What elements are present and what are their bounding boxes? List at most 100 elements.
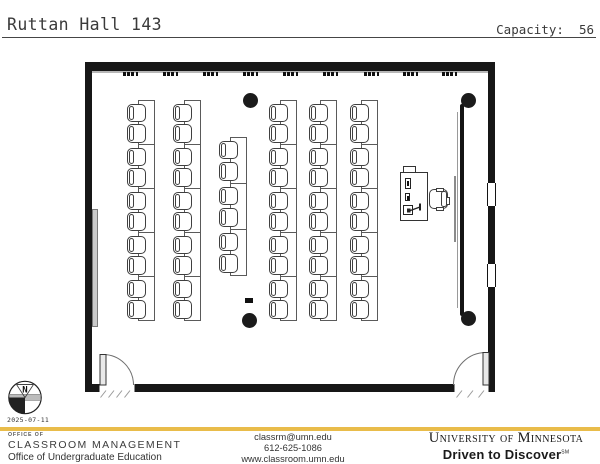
student-chair — [350, 147, 369, 166]
student-chair — [269, 147, 288, 166]
window-mullion-tick — [243, 72, 246, 76]
student-chair — [269, 168, 288, 187]
student-chair — [309, 124, 328, 143]
window-mullion-tick — [323, 72, 326, 76]
student-chair — [173, 279, 192, 298]
student-chair — [309, 279, 328, 298]
window-mullion-tick — [372, 72, 375, 76]
structural-column — [460, 92, 476, 108]
structural-column — [241, 312, 257, 328]
student-chair — [219, 232, 238, 251]
student-chair — [127, 212, 146, 231]
header-rule — [2, 37, 596, 38]
student-chair — [309, 235, 328, 254]
student-chair — [219, 186, 238, 205]
window-mullion-tick — [211, 72, 214, 76]
footer-brand-block: University of Minnesota Driven to Discov… — [426, 430, 586, 462]
structural-column — [242, 92, 258, 108]
window-mullion-tick — [327, 72, 330, 76]
window-mullion-tick — [255, 72, 259, 76]
student-chair — [127, 147, 146, 166]
capacity-label: Capacity: — [496, 22, 564, 37]
podium-top-tab — [403, 166, 416, 173]
podium-equipment-icon — [404, 193, 410, 201]
podium-equipment-icon — [404, 178, 411, 189]
window-mullion-tick — [291, 72, 294, 76]
student-chair — [173, 147, 192, 166]
umn-tagline: Driven to DiscoverSM — [442, 447, 570, 462]
student-chair — [173, 256, 192, 275]
footer-contact-block: classrm@umn.edu 612-625-1086 www.classro… — [226, 432, 360, 464]
right-wall-board — [459, 104, 464, 316]
contact-phone: 612-625-1086 — [264, 443, 322, 454]
student-chair — [173, 300, 192, 319]
student-chair — [219, 208, 238, 227]
window-mullion-tick — [175, 72, 179, 76]
student-chair — [269, 124, 288, 143]
office-name: CLASSROOM MANAGEMENT — [8, 438, 182, 451]
office-department: Office of Undergraduate Education — [8, 451, 162, 463]
student-chair — [269, 212, 288, 231]
window-mullion-tick — [203, 72, 206, 76]
window-mullion-tick — [163, 72, 166, 76]
window-mullion-tick — [376, 72, 380, 76]
student-chair — [127, 235, 146, 254]
capacity-value: 56 — [578, 22, 594, 37]
right-wall-opening — [486, 183, 496, 206]
window-mullion-tick — [403, 72, 406, 76]
window-mullion-tick — [295, 72, 299, 76]
student-chair — [350, 191, 369, 210]
student-chair — [219, 162, 238, 181]
student-chair — [219, 140, 238, 159]
right-wall-opening — [486, 264, 496, 287]
student-chair — [309, 256, 328, 275]
student-chair — [127, 256, 146, 275]
student-chair — [269, 256, 288, 275]
marker-board-line — [454, 176, 456, 242]
student-chair — [173, 235, 192, 254]
student-chair — [309, 191, 328, 210]
student-chair — [350, 168, 369, 187]
student-chair — [309, 300, 328, 319]
floor-utility-box — [245, 298, 253, 303]
window-mullion-tick — [407, 72, 410, 76]
window-mullion-tick — [247, 72, 250, 76]
window-mullion-tick — [127, 72, 130, 76]
student-chair — [350, 279, 369, 298]
student-chair — [127, 124, 146, 143]
structural-column — [460, 310, 476, 326]
capacity-readout: Capacity: 56 — [496, 22, 594, 37]
student-chair — [173, 124, 192, 143]
student-chair — [350, 124, 369, 143]
left-wall-board — [92, 209, 98, 327]
podium-monitor-icon — [402, 204, 413, 215]
window-mullion-tick — [207, 72, 210, 76]
student-chair — [350, 212, 369, 231]
student-chair — [350, 256, 369, 275]
student-chair — [127, 168, 146, 187]
footer-office-block: OFFICE OF CLASSROOM MANAGEMENT Office of… — [8, 432, 181, 463]
student-chair — [269, 235, 288, 254]
window-mullion-tick — [364, 72, 367, 76]
window-mullion-tick — [215, 72, 219, 76]
student-chair — [269, 279, 288, 298]
student-chair — [309, 147, 328, 166]
plan-date: 2025-07-11 — [7, 416, 50, 424]
student-chair — [219, 254, 238, 273]
instructor-chair — [429, 187, 450, 211]
window-mullion-tick — [450, 72, 453, 76]
window-mullion-tick — [171, 72, 174, 76]
top-wall-shadow — [92, 71, 488, 73]
student-chair — [269, 103, 288, 122]
student-chair — [173, 103, 192, 122]
window-mullion-tick — [411, 72, 414, 76]
student-chair — [350, 235, 369, 254]
window-mullion-tick — [415, 72, 419, 76]
student-chair — [127, 191, 146, 210]
window-mullion-tick — [331, 72, 334, 76]
window-mullion-tick — [454, 72, 458, 76]
student-chair — [309, 212, 328, 231]
footer-gold-rule — [0, 427, 600, 431]
student-chair — [309, 168, 328, 187]
